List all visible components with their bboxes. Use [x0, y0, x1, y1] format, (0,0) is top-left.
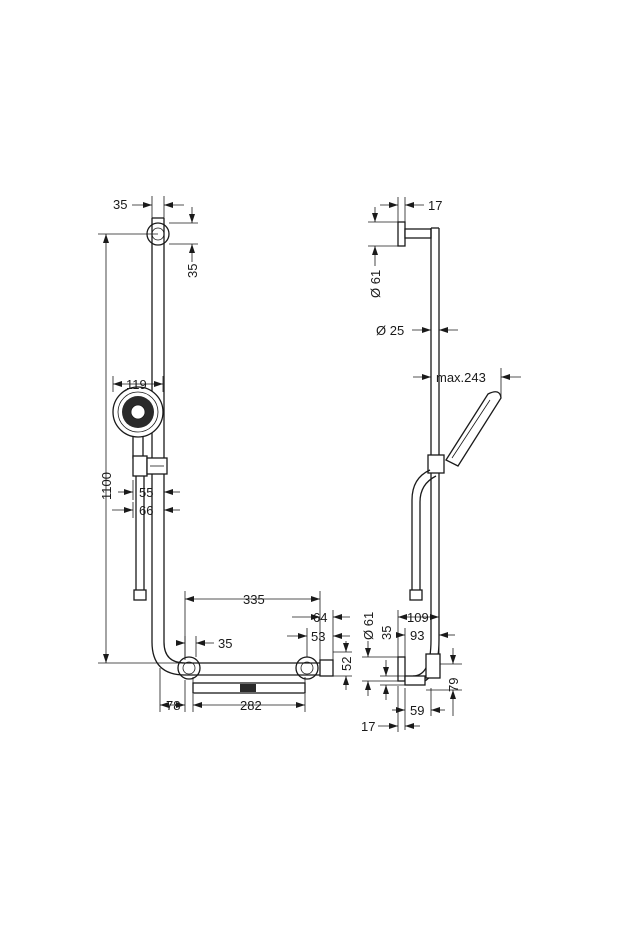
dim-53-label: 53: [311, 629, 325, 644]
dim-335-label: 335: [243, 592, 265, 607]
dimension-dia-25: Ø 25: [376, 323, 458, 338]
dimension-93: 93: [396, 628, 455, 657]
wall-outlet-elbow: [319, 659, 334, 677]
dimension-dia-61-top: Ø 61: [368, 207, 398, 298]
side-hand-shower: [427, 391, 502, 474]
front-view: 35 35 1100 119: [98, 196, 354, 713]
side-bottom-bracket: [397, 653, 441, 686]
dimension-55: 55: [118, 480, 180, 500]
dimension-dia-61-bottom: Ø 61: [361, 612, 398, 696]
dimension-52: 52: [333, 641, 354, 690]
side-top-bracket: [397, 221, 432, 247]
dim-35-side-label: 35: [379, 626, 394, 640]
shower-slider: [132, 455, 168, 477]
dim-64-label: 64: [313, 610, 327, 625]
dim-dia-25-label: Ø 25: [376, 323, 404, 338]
shower-rail: [151, 217, 320, 676]
dimension-17-top: 17: [380, 197, 442, 222]
dimension-79: 79: [426, 648, 462, 716]
dim-35-vertical-label: 35: [185, 264, 200, 278]
dimension-35-side: 35: [379, 626, 405, 700]
dim-282-label: 282: [240, 698, 262, 713]
dim-17-top-label: 17: [428, 198, 442, 213]
dim-35-bottom-label: 35: [218, 636, 232, 651]
dimension-335: 335: [184, 591, 321, 660]
bottom-left-bracket: [177, 656, 201, 680]
dim-dia-61-top-label: Ø 61: [368, 270, 383, 298]
dim-17-bottom-label: 17: [361, 719, 375, 734]
dimension-109: 109: [397, 610, 440, 657]
side-hose: [409, 469, 437, 601]
shower-hose: [133, 476, 147, 601]
dimension-66: 66: [112, 502, 180, 518]
dim-52-label: 52: [339, 657, 354, 671]
dimension-53: 53: [287, 628, 350, 657]
hand-shower-head: [112, 386, 164, 459]
dimension-119: 119: [112, 376, 164, 392]
side-view: 17 Ø 61 Ø 25 max.243: [361, 197, 521, 734]
dim-93-label: 93: [410, 628, 424, 643]
bottom-right-bracket: [295, 656, 319, 680]
dim-dia-61-bottom-label: Ø 61: [361, 612, 376, 640]
dim-1100-label: 1100: [99, 472, 114, 500]
dim-66-label: 66: [139, 503, 153, 518]
dimension-282: 282: [192, 694, 306, 713]
dimension-max-243: max.243: [413, 368, 521, 398]
dim-78-label: 78: [166, 698, 180, 713]
dimension-35-top: 35: [113, 196, 184, 220]
dim-109-label: 109: [407, 610, 429, 625]
dimension-35-bottom: 35: [176, 636, 232, 657]
dim-79-label: 79: [446, 678, 461, 692]
dimension-17-bottom: 17: [361, 686, 420, 734]
dimension-78: 78: [159, 668, 186, 713]
dim-max-243-label: max.243: [436, 370, 486, 385]
dim-59-label: 59: [410, 703, 424, 718]
dimension-59: 59: [392, 688, 445, 730]
dimension-64: 64: [292, 610, 350, 660]
dimension-35-vertical: 35: [169, 207, 200, 278]
dimension-1100: 1100: [98, 233, 185, 664]
dim-119-label: 119: [126, 377, 147, 392]
dim-35-top-label: 35: [113, 197, 127, 212]
dim-55-label: 55: [139, 485, 153, 500]
shower-shelf: [192, 677, 306, 694]
